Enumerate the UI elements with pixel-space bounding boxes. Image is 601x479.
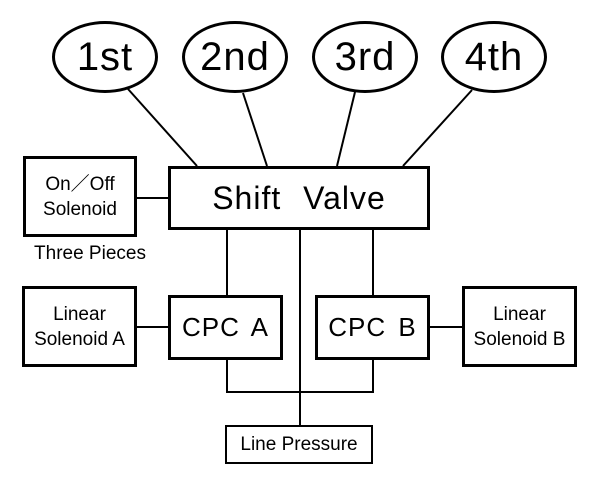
leader-3rd-to-shift-valve [336,91,356,167]
onoff-solenoid-node: On／Off Solenoid [23,156,137,237]
shift-valve-node: Shift Valve [168,166,430,230]
shift-valve-label: Shift Valve [212,179,386,216]
cpc-b-node: CPC B [315,295,430,360]
gear-node-4th: 4th [441,21,547,93]
cpc-a-label: CPC A [181,312,270,342]
leader-4th-to-shift-valve [402,89,473,167]
onoff-solenoid-label-line2: Solenoid [43,198,117,220]
linear-solenoid-a-node: Linear Solenoid A [22,286,137,367]
linear-solenoid-a-label-line2: Solenoid A [34,328,125,350]
linear-solenoid-b-label-line1: Linear [493,303,546,325]
three-pieces-caption: Three Pieces [34,243,146,264]
gear-label-4th: 4th [464,34,524,79]
gear-label-2nd: 2nd [200,34,270,79]
gear-node-1st: 1st [52,21,158,93]
cpc-a-node: CPC A [168,295,283,360]
line-pressure-label: Line Pressure [240,433,358,455]
linear-solenoid-b-label-line2: Solenoid B [473,328,566,350]
gear-node-3rd: 3rd [312,21,418,93]
gear-node-2nd: 2nd [182,21,288,93]
gear-label-3rd: 3rd [334,34,396,79]
onoff-solenoid-label-line1: On／Off [45,173,115,195]
line-pressure-node: Line Pressure [225,425,373,464]
linear-solenoid-a-label-line1: Linear [53,303,106,325]
leader-2nd-to-shift-valve [242,92,268,167]
gear-label-1st: 1st [76,34,134,79]
cpc-b-label: CPC B [328,312,417,342]
leader-1st-to-shift-valve [127,88,198,167]
linear-solenoid-b-node: Linear Solenoid B [462,286,577,367]
